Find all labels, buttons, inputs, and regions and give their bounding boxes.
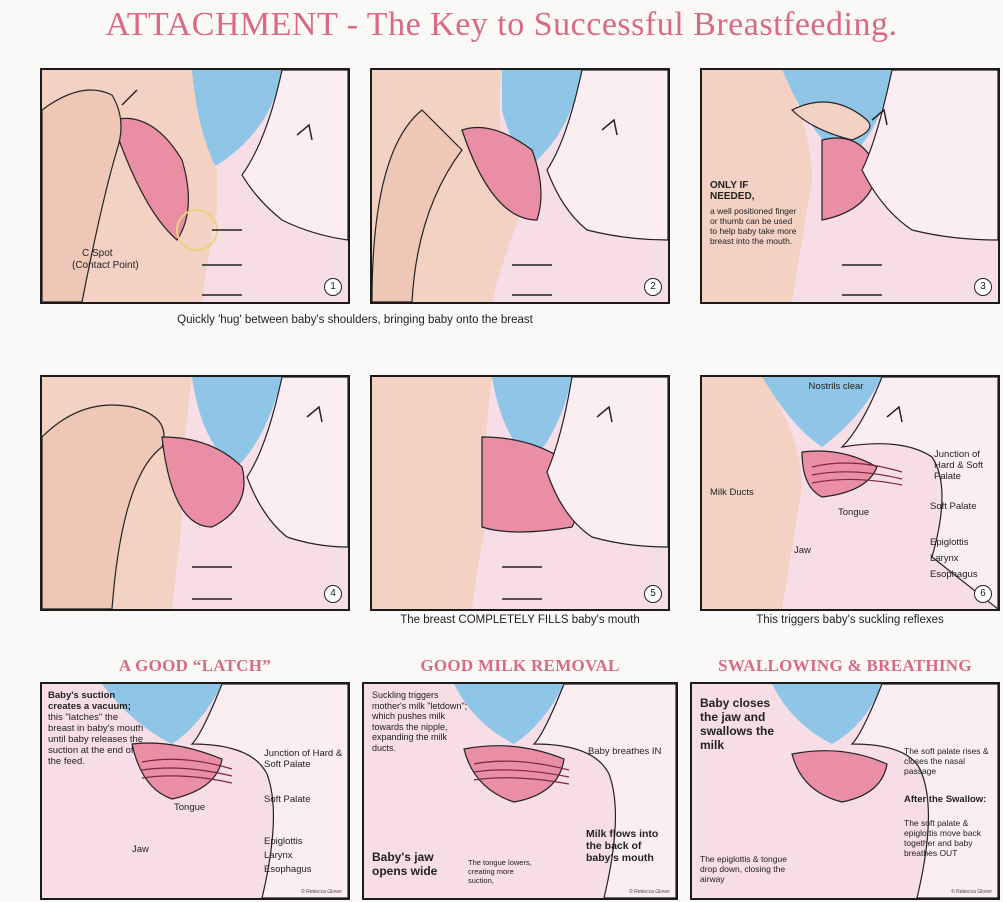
latch-esophagus-label: Esophagus	[264, 864, 312, 875]
after-swallow-heading: After the Swallow:	[904, 794, 994, 805]
esophagus-label: Esophagus	[930, 569, 978, 580]
panel-number: 5	[644, 585, 662, 603]
row-2-right-caption: This triggers baby's suckling reflexes	[700, 614, 1000, 626]
swallowing-panel: Baby closes the jaw and swallows the mil…	[690, 682, 1000, 900]
panel-number: 3	[974, 278, 992, 296]
soft-palate-label: Soft Palate	[930, 501, 976, 512]
panel-2-illustration	[372, 70, 668, 302]
latch-junction-label: Junction of Hard & Soft Palate	[264, 748, 350, 770]
milk-credit: © Rebecca Glover	[629, 889, 670, 895]
milk-flows-label: Milk flows into the back of baby's mouth	[586, 828, 676, 864]
latch-jaw-label: Jaw	[132, 844, 149, 855]
closes-jaw-label: Baby closes the jaw and swallows the mil…	[700, 696, 786, 752]
breathes-in-label: Baby breathes IN	[588, 746, 661, 757]
row-2-middle-caption: The breast COMPLETELY FILLS baby's mouth	[370, 614, 670, 626]
only-if-needed-label: ONLY IF NEEDED,	[710, 180, 780, 202]
c-spot-label: C Spot	[82, 248, 113, 259]
milk-ducts-label: Milk Ducts	[710, 487, 754, 498]
contact-point-label: (Contact Point)	[72, 260, 139, 271]
panel-5-illustration	[372, 377, 668, 609]
milk-removal-panel: Suckling triggers mother's milk "letdown…	[362, 682, 678, 900]
milk-suckling-text: Suckling triggers mother's milk "letdown…	[372, 690, 472, 753]
latch-tongue-label: Tongue	[174, 802, 205, 813]
epiglottis-label: Epiglottis	[930, 537, 969, 548]
latch-suction-rest: this "latches" the breast in baby's mout…	[48, 712, 143, 767]
panel-3: ONLY IF NEEDED, a well positioned finger…	[700, 68, 1000, 304]
latch-panel: Baby's suction creates a vacuum; this "l…	[40, 682, 350, 900]
panel-4-illustration	[42, 377, 348, 609]
soft-palate-rises-label: The soft palate rises & closes the nasal…	[904, 746, 994, 776]
tongue-label: Tongue	[838, 507, 869, 518]
panel-6: Nostrils clear Junction of Hard & Soft P…	[700, 375, 1000, 611]
latch-suction-bold: Baby's suction creates a vacuum;	[48, 690, 131, 712]
panel-number: 2	[644, 278, 662, 296]
panel-4: 4	[40, 375, 350, 611]
poster-title: ATTACHMENT - The Key to Successful Breas…	[0, 6, 1003, 44]
panel-3-text: a well positioned finger or thumb can be…	[710, 206, 800, 246]
larynx-label: Larynx	[930, 553, 959, 564]
swallow-credit: © Rebecca Glover	[951, 889, 992, 895]
latch-epiglottis-label: Epiglottis	[264, 836, 303, 847]
tongue-lowers-label: The tongue lowers, creating more suction…	[468, 858, 540, 885]
after-swallow-text: The soft palate & epiglottis move back t…	[904, 818, 994, 858]
milk-removal-heading: GOOD MILK REMOVAL	[362, 656, 678, 676]
panel-number: 1	[324, 278, 342, 296]
epiglottis-drop-label: The epiglottis & tongue drop down, closi…	[700, 854, 796, 884]
latch-soft-palate-label: Soft Palate	[264, 794, 310, 805]
jaw-opens-label: Baby's jaw opens wide	[372, 850, 458, 878]
jaw-label: Jaw	[794, 545, 811, 556]
swallowing-heading: SWALLOWING & BREATHING	[690, 656, 1000, 676]
panel-number: 4	[324, 585, 342, 603]
junction-label: Junction of Hard & Soft Palate	[934, 449, 996, 482]
nostrils-label: Nostrils clear	[806, 381, 866, 392]
panel-1: C Spot (Contact Point) 1	[40, 68, 350, 304]
panel-number: 6	[974, 585, 992, 603]
panel-2: 2	[370, 68, 670, 304]
latch-credit: © Rebecca Glover	[301, 889, 342, 895]
latch-larynx-label: Larynx	[264, 850, 293, 861]
panel-5: 5	[370, 375, 670, 611]
latch-heading: A GOOD “LATCH”	[40, 656, 350, 676]
row-1-caption: Quickly 'hug' between baby's shoulders, …	[140, 314, 570, 326]
latch-suction-text: Baby's suction creates a vacuum; this "l…	[48, 690, 144, 767]
